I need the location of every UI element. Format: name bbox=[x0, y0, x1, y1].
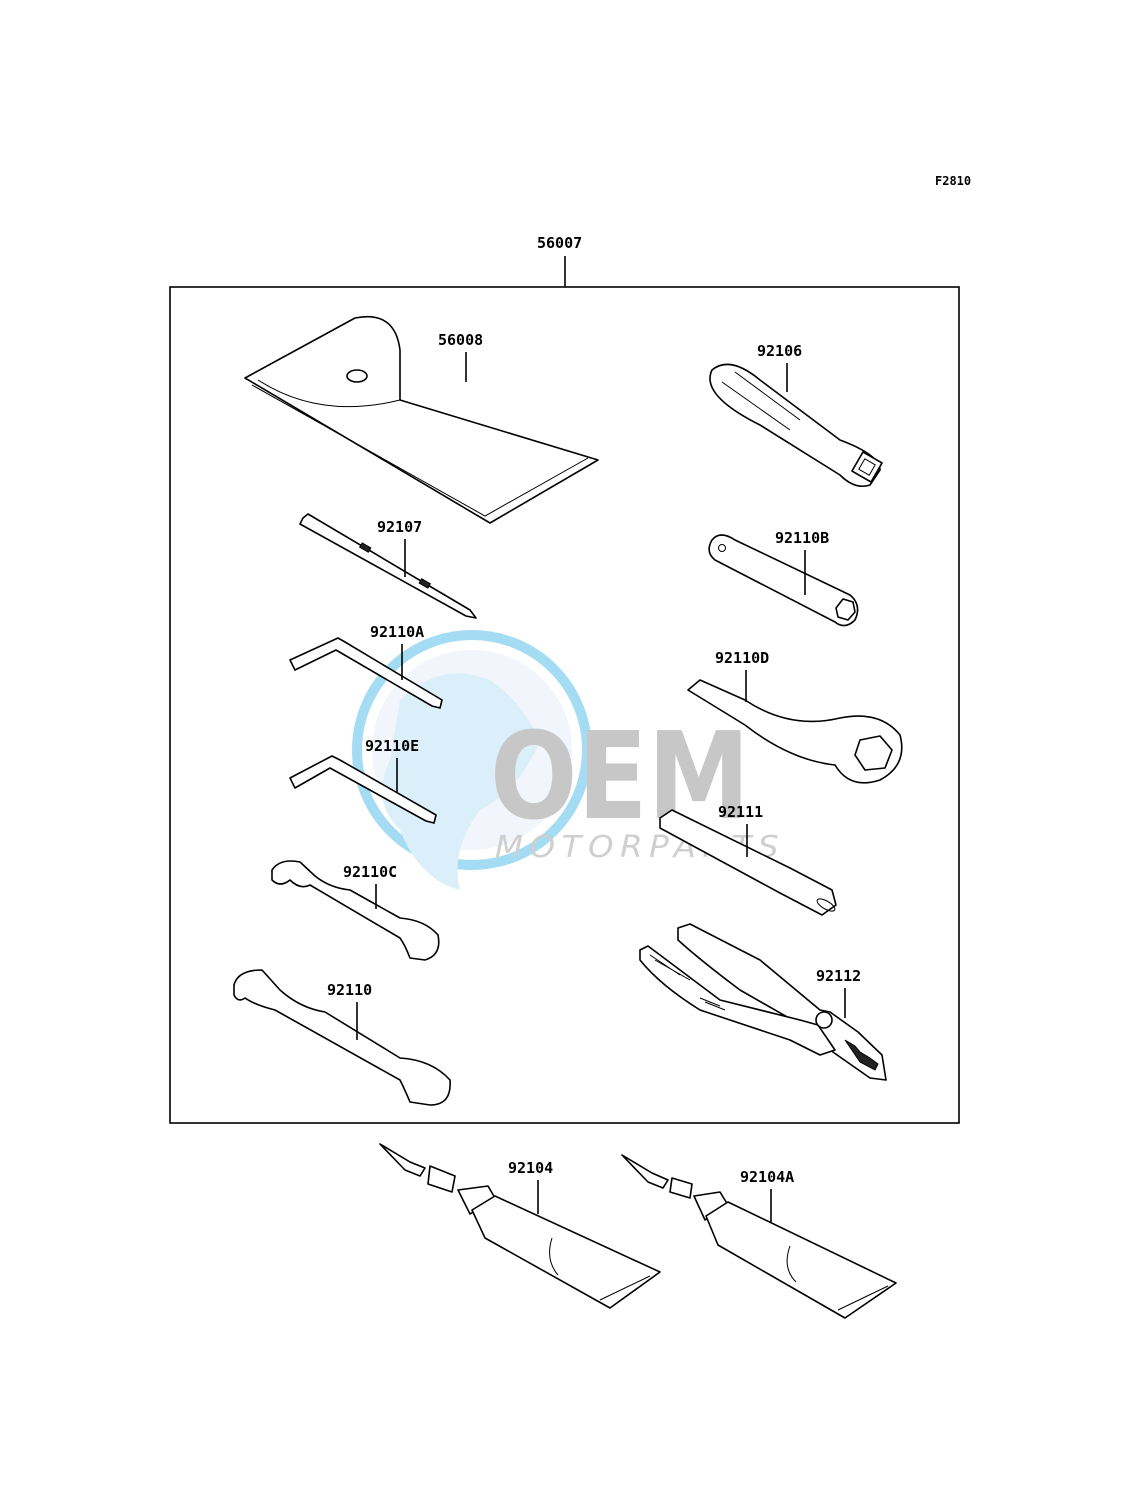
label-grease-tube-a: 92104A bbox=[740, 1168, 794, 1186]
label-screwdriver: 92107 bbox=[377, 518, 422, 536]
label-spanner-small: 92110C bbox=[343, 863, 397, 881]
label-handle: 92106 bbox=[757, 342, 802, 360]
extension-bar bbox=[659, 809, 837, 916]
tool-pouch bbox=[244, 316, 599, 524]
watermark-brand: OEM bbox=[490, 708, 750, 847]
open-spanner-large bbox=[233, 969, 451, 1106]
grease-tube-a bbox=[621, 1154, 897, 1319]
screwdriver-bit bbox=[299, 513, 477, 619]
box-wrench bbox=[708, 534, 859, 627]
ring-spanner bbox=[687, 679, 903, 784]
label-box-wrench: 92110B bbox=[775, 529, 829, 547]
grease-tube bbox=[379, 1143, 661, 1309]
hex-key-a bbox=[289, 637, 443, 709]
label-pliers: 92112 bbox=[816, 967, 861, 985]
hex-key-e bbox=[289, 755, 437, 824]
label-pouch: 56008 bbox=[438, 331, 483, 349]
label-hex-key-a: 92110A bbox=[370, 623, 424, 641]
label-ring-spanner: 92110D bbox=[715, 649, 769, 667]
handle-tool bbox=[709, 363, 883, 488]
globe-icon bbox=[352, 630, 592, 870]
kit-frame bbox=[169, 286, 960, 1124]
label-grease-tube: 92104 bbox=[508, 1159, 553, 1177]
figure-code: F2810 bbox=[935, 174, 971, 188]
label-hex-key-e: 92110E bbox=[365, 737, 419, 755]
pliers bbox=[639, 923, 887, 1081]
label-spanner-large: 92110 bbox=[327, 981, 372, 999]
label-extension-bar: 92111 bbox=[718, 803, 763, 821]
open-spanner-small bbox=[271, 860, 440, 961]
kit-part-number: 56007 bbox=[537, 234, 582, 252]
